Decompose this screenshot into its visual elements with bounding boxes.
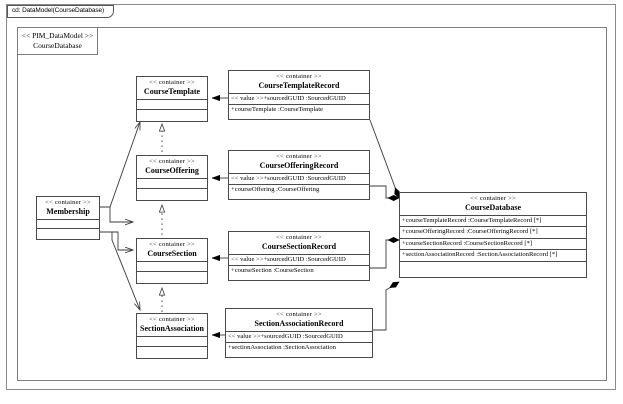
attribute-row: +courseSection :CourseSection <box>231 267 314 274</box>
attribute-row: +courseTemplateRecord :CourseTemplateRec… <box>400 216 586 227</box>
attribute-row: << value >>+sourcedGUID :SourcedGUID <box>229 174 369 185</box>
class-section-association-name: SectionAssociation <box>140 324 204 333</box>
attribute-row: +courseOffering :CourseOffering <box>231 186 320 193</box>
class-course-offering-record[interactable]: << container >> CourseOfferingRecord << … <box>228 150 370 200</box>
package-name: CourseDatabase <box>33 41 82 50</box>
attribute-row: << value >>+sourcedGUID :SourcedGUID <box>229 94 369 105</box>
class-course-database[interactable]: << container >> CourseDatabase +courseTe… <box>399 192 587 278</box>
class-course-template-stereotype: << container >> <box>149 79 195 86</box>
class-section-association-record-header: << container >> SectionAssociationRecord <box>226 309 372 332</box>
class-course-section-record-stereotype: << container >> <box>276 234 322 241</box>
class-section-association-record-stereotype: << container >> <box>276 311 322 318</box>
attribute-row: +courseOfferingRecord :CourseOfferingRec… <box>400 227 586 239</box>
class-membership-header: << container >> Membership <box>37 197 99 220</box>
class-course-template-record-stereotype: << container >> <box>276 73 322 80</box>
class-section-association-header: << container >> SectionAssociation <box>137 314 207 337</box>
class-course-section-operations <box>137 272 207 283</box>
class-course-section-header: << container >> CourseSection <box>137 239 207 262</box>
class-section-association-stereotype: << container >> <box>149 316 195 323</box>
class-course-section[interactable]: << container >> CourseSection <box>136 238 208 284</box>
class-course-section-record-name: CourseSectionRecord <box>261 242 337 251</box>
class-membership-name: Membership <box>46 207 90 216</box>
class-course-template-record[interactable]: << container >> CourseTemplateRecord << … <box>228 70 370 120</box>
class-course-section-name: CourseSection <box>147 249 197 258</box>
class-course-offering[interactable]: << container >> CourseOffering <box>136 155 208 201</box>
class-membership-operations <box>37 229 99 239</box>
class-course-database-name: CourseDatabase <box>465 203 521 212</box>
attribute-row: +sectionAssociation :SectionAssociation <box>228 344 336 351</box>
class-course-offering-record-stereotype: << container >> <box>276 153 322 160</box>
class-section-association-record[interactable]: << container >> SectionAssociationRecord… <box>225 308 373 358</box>
class-course-section-record[interactable]: << container >> CourseSectionRecord << v… <box>228 231 370 281</box>
package-stereotype: << PIM_DataModel >> <box>21 31 94 40</box>
class-section-association-record-name: SectionAssociationRecord <box>254 319 344 328</box>
class-course-template-record-header: << container >> CourseTemplateRecord <box>229 71 369 94</box>
attribute-row: << value >>+sourcedGUID :SourcedGUID <box>226 332 372 343</box>
attribute-row: << value >>+sourcedGUID :SourcedGUID <box>229 255 369 266</box>
class-course-offering-record-name: CourseOfferingRecord <box>259 161 339 170</box>
class-section-association-operations <box>137 347 207 358</box>
class-course-offering-header: << container >> CourseOffering <box>137 156 207 179</box>
diagram-frame-tab: cd: DataModel(CourseDatabase) <box>7 5 115 18</box>
class-course-template-record-name: CourseTemplateRecord <box>258 81 340 90</box>
class-course-template-header: << container >> CourseTemplate <box>137 77 207 100</box>
class-course-offering-operations <box>137 189 207 200</box>
class-section-association-attributes <box>137 337 207 348</box>
class-section-association[interactable]: << container >> SectionAssociation <box>136 313 208 359</box>
class-course-section-attributes <box>137 262 207 273</box>
class-course-database-operations <box>400 262 586 278</box>
attribute-row: +courseSectionRecord :CourseSectionRecor… <box>400 239 586 250</box>
class-course-template[interactable]: << container >> CourseTemplate <box>136 76 208 122</box>
class-course-offering-name: CourseOffering <box>145 166 199 175</box>
class-membership-attributes <box>37 220 99 230</box>
class-course-offering-attributes <box>137 179 207 190</box>
package-frame-tab: << PIM_DataModel >> CourseDatabase <box>17 27 98 55</box>
class-course-offering-record-header: << container >> CourseOfferingRecord <box>229 151 369 174</box>
class-course-template-name: CourseTemplate <box>143 87 201 96</box>
diagram-frame-label: cd: DataModel(CourseDatabase) <box>12 7 105 15</box>
class-membership-stereotype: << container >> <box>45 199 91 206</box>
attribute-row: +sectionAssociationRecord :SectionAssoci… <box>400 250 586 262</box>
class-course-offering-stereotype: << container >> <box>149 158 195 165</box>
class-course-database-header: << container >> CourseDatabase <box>400 193 586 216</box>
class-course-template-attributes <box>137 100 207 111</box>
package-frame <box>17 27 607 381</box>
class-course-database-stereotype: << container >> <box>470 195 516 202</box>
class-course-template-operations <box>137 110 207 121</box>
class-course-section-stereotype: << container >> <box>149 241 195 248</box>
attribute-row: +courseTemplate :CourseTemplate <box>231 106 323 113</box>
class-course-section-record-header: << container >> CourseSectionRecord <box>229 232 369 255</box>
class-membership[interactable]: << container >> Membership <box>36 196 100 240</box>
